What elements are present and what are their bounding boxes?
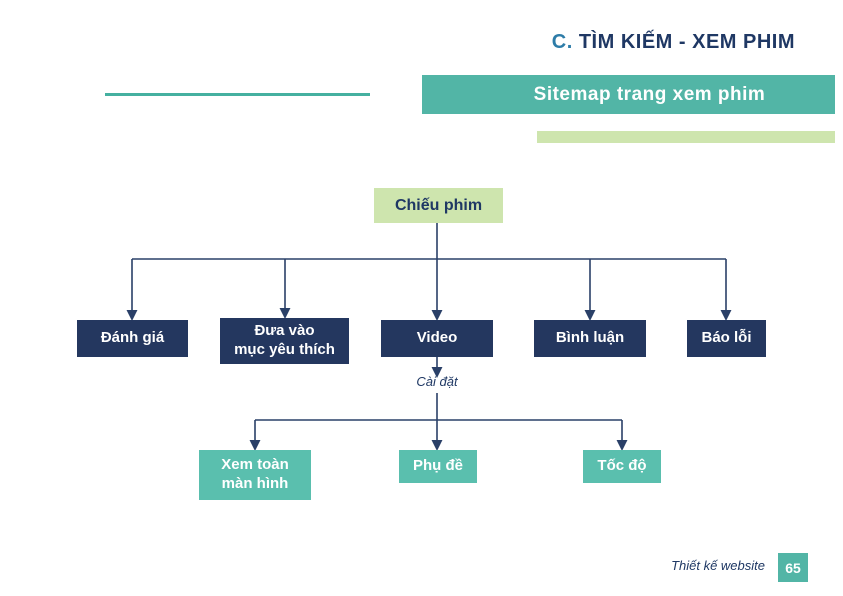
section-letter: C.: [551, 31, 573, 53]
node-chieu-phim: Chiếu phim: [374, 188, 503, 223]
page-title: C. TÌM KIẾM - XEM PHIM: [552, 31, 795, 54]
node-xem-toan-man-hinh: Xem toàn màn hình: [199, 450, 311, 500]
node-binh-luan: Bình luận: [534, 320, 646, 357]
section-title: TÌM KIẾM - XEM PHIM: [572, 31, 795, 53]
banner-title: Sitemap trang xem phim: [533, 83, 766, 105]
divider-line: [105, 93, 370, 96]
page-number-badge: 65: [778, 553, 808, 582]
node-toc-do: Tốc độ: [583, 450, 661, 483]
footer-label: Thiết kế website: [671, 558, 765, 573]
sitemap-banner: Sitemap trang xem phim: [422, 75, 835, 114]
node-danh-gia: Đánh giá: [77, 320, 188, 357]
node-dua-vao-muc-yeu-thich: Đưa vào mục yêu thích: [220, 318, 349, 364]
accent-bar: [537, 131, 835, 143]
node-video: Video: [381, 320, 493, 357]
label-cai-dat: Cài đặt: [416, 374, 458, 389]
node-phu-de: Phụ đề: [399, 450, 477, 483]
node-bao-loi: Báo lỗi: [687, 320, 766, 357]
